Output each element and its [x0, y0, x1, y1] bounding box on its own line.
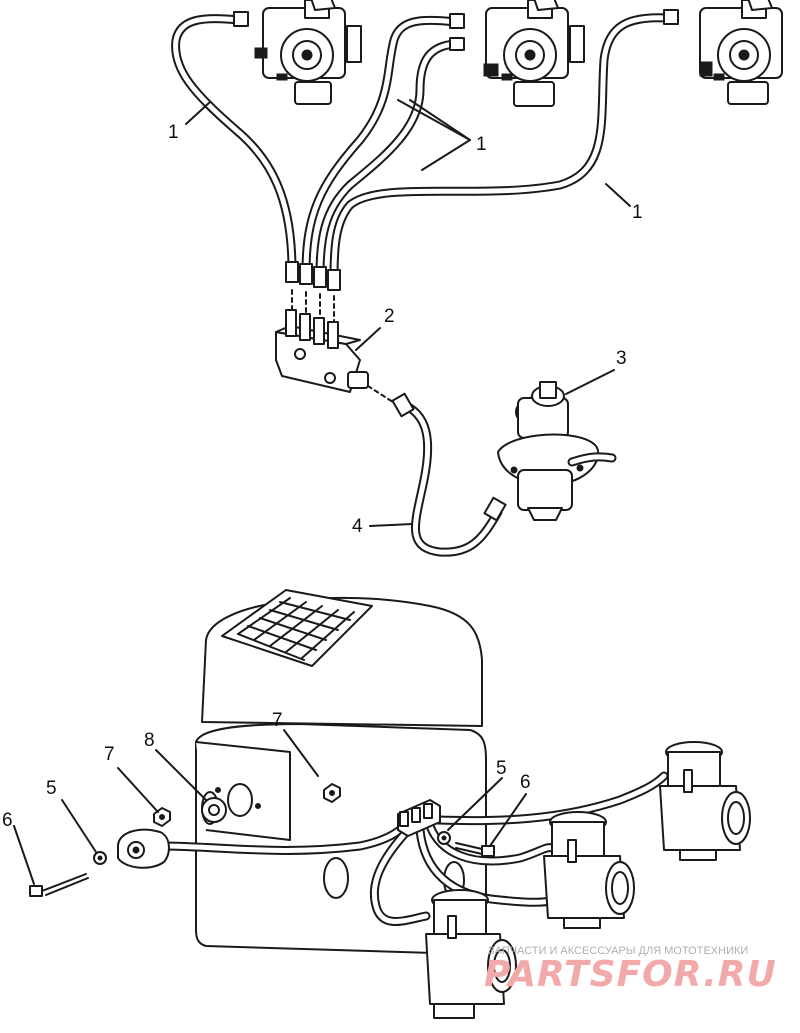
airbox	[195, 589, 487, 955]
callout-6-right: 6	[520, 772, 531, 793]
washer-5-right	[437, 831, 451, 845]
carburetor-top-right	[699, 0, 783, 105]
callout-1-left: 1	[168, 122, 179, 143]
nut-7-right	[323, 783, 341, 803]
fuel-lines-upper	[171, 13, 673, 283]
watermark: ЗАПЧАСТИ И АКСЕССУАРЫ ДЛЯ МОТОТЕХНИКИ PA…	[484, 945, 777, 995]
carburetor-top-middle	[483, 0, 585, 107]
carburetor-bottom-left	[425, 889, 517, 1019]
fuel-pump	[497, 381, 617, 521]
callout-7-left: 7	[104, 744, 115, 765]
callout-5-left: 5	[46, 778, 57, 799]
pump-mount-grommet	[201, 797, 227, 823]
callout-5-right: 5	[496, 758, 507, 779]
carburetor-bottom-middle	[543, 811, 635, 929]
callout-labels: 1 1 1 2 3 4 8 7 7 5 6 5 6	[2, 122, 643, 831]
fuel-pump-lower	[117, 828, 170, 869]
distribution-block-lower	[397, 799, 441, 837]
callout-7-right: 7	[272, 710, 283, 731]
washer-5-left	[93, 851, 107, 865]
assembly-guide-lines	[291, 289, 397, 405]
callout-4: 4	[352, 516, 363, 537]
watermark-logo: PARTSFOR.RU	[484, 954, 777, 995]
hose-fittings	[233, 9, 679, 291]
bolt-6-right	[455, 842, 495, 857]
leader-lines	[13, 99, 631, 885]
callout-6-left: 6	[2, 810, 13, 831]
callout-1-center: 1	[476, 134, 487, 155]
callout-3: 3	[616, 348, 627, 369]
airbox-filter-grid	[237, 597, 355, 661]
callout-8: 8	[144, 730, 155, 751]
callout-2: 2	[384, 306, 395, 327]
distribution-block	[275, 309, 369, 393]
carburetor-top-left	[254, 0, 362, 105]
bolt-6-left	[29, 873, 89, 897]
watermark-tagline: ЗАПЧАСТИ И АКСЕССУАРЫ ДЛЯ МОТОТЕХНИКИ	[488, 945, 748, 957]
carburetor-bottom-right	[659, 741, 751, 861]
fuel-hose-4	[391, 392, 507, 557]
callout-1-right: 1	[632, 202, 643, 223]
